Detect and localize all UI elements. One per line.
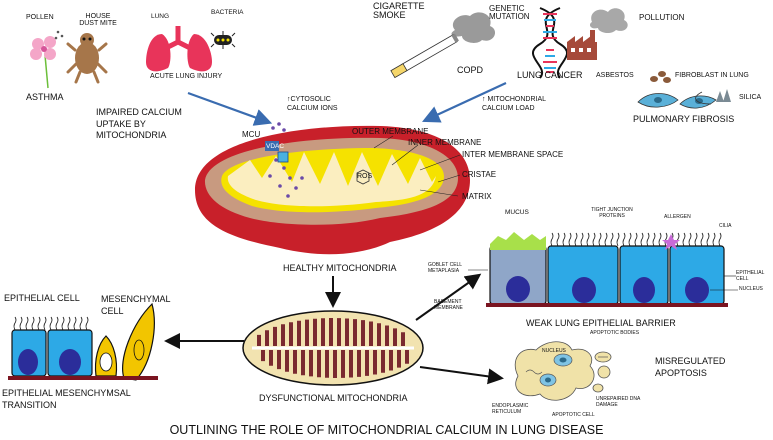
ros-label: ROS — [357, 173, 373, 180]
impaired-uptake-label: IMPAIRED CALCIUM UPTAKE BY MITOCHONDRIA — [96, 107, 182, 141]
allergen-label: ALLERGEN — [664, 214, 691, 220]
mcu-channel — [277, 151, 289, 163]
apoptosis-caption: MISREGULATED APOPTOSIS — [655, 356, 726, 378]
pollution-cloud-icon — [590, 8, 628, 34]
vdac-label: VDAC — [266, 143, 285, 150]
dysfunctional-mitochondria-label: DYSFUNCTIONAL MITOCHONDRIA — [259, 393, 408, 403]
cytosolic-calcium-label: ↑CYTOSOLIC CALCIUM IONS — [287, 96, 338, 112]
matrix-label: MATRIX — [462, 192, 492, 201]
house-dust-mite-label: HOUSE DUST MITE — [79, 13, 117, 28]
cigarette-smoke-label: CIGARETTE SMOKE — [373, 1, 425, 21]
cristae-label: CRISTAE — [462, 170, 497, 179]
arrow-to-apoptosis — [419, 366, 504, 385]
lung-icon — [146, 26, 212, 72]
ros-hexagon — [356, 169, 370, 185]
lung-label: LUNG — [151, 13, 170, 20]
dna-icon — [532, 7, 568, 79]
pollen-icon — [30, 30, 64, 89]
pollution-label: POLLUTION — [639, 13, 685, 22]
dysfunctional-mitochondrion — [242, 310, 424, 386]
inner-membrane-label: INNER MEMBRANE — [408, 138, 482, 147]
mito-leader-lines — [373, 135, 461, 197]
asbestos-label: ASBESTOS — [596, 72, 634, 79]
fibroblast-icon — [637, 91, 717, 109]
pollen-label: POLLEN — [26, 14, 54, 21]
arrow-to-barrier — [415, 273, 482, 321]
mucus-layer — [490, 232, 546, 250]
calcium-ion-dots — [268, 122, 304, 198]
healthy-mitochondrion — [195, 122, 470, 255]
house-dust-mite-icon — [66, 33, 108, 84]
arrow-calcium-load — [422, 82, 507, 123]
healthy-mitochondria-label: HEALTHY MITOCHONDRIA — [283, 263, 397, 273]
outer-membrane-label: OUTER MEMBRANE — [352, 127, 429, 136]
cigarette-smoke-icon — [390, 12, 496, 79]
apoptotic-bodies-label: APOPTOTIC BODIES — [590, 330, 640, 336]
silica-label: SILICA — [739, 94, 762, 101]
bacteria-label: BACTERIA — [211, 9, 244, 16]
cilia-label: CILIA — [719, 223, 732, 229]
asthma-label: ASTHMA — [26, 92, 64, 102]
lung-cancer-label: LUNG CANCER — [517, 70, 583, 80]
basement-membrane-label: BASEMENT MEMBRANE — [434, 299, 463, 312]
apoptotic-cell-label: APOPTOTIC CELL — [552, 412, 595, 418]
er-label: ENDOPLASMIC RETICULUM — [492, 403, 529, 415]
apoptotic-cell — [514, 341, 612, 401]
copd-label: COPD — [457, 65, 484, 75]
mesenchymal-label: MESENCHYMAL CELL — [101, 294, 171, 316]
emt-cells — [8, 302, 158, 381]
asbestos-icon — [650, 71, 671, 83]
epithelial-barrier — [468, 232, 738, 307]
fibroblast-label: FIBROBLAST IN LUNG — [675, 72, 749, 79]
dna-damage-label: UNREPAIRED DNA DAMAGE — [596, 396, 641, 408]
genetic-mutation-label: GENETIC MUTATION — [489, 4, 530, 22]
allergen-icon — [662, 234, 680, 250]
vdac-channel — [265, 141, 279, 151]
pulmonary-fibrosis-label: PULMONARY FIBROSIS — [633, 114, 735, 124]
epithelial-cell-label: EPITHELIAL CELL — [736, 270, 765, 283]
emt-caption: EPITHELIAL MESENCHYMSAL TRANSITION — [2, 388, 131, 410]
emt-epithelial-label: EPITHELIAL CELL — [4, 293, 80, 303]
mcu-label: MCU — [242, 130, 261, 139]
bacteria-icon — [210, 31, 236, 49]
mucus-label: MUCUS — [505, 209, 529, 216]
arrow-impaired-uptake — [187, 91, 273, 126]
nucleus-label: NUCLEUS — [739, 286, 763, 292]
intermembrane-space-label: INTER MEMBRANE SPACE — [462, 150, 564, 159]
mitochondrial-load-label: ↑ MITOCHONDRIAL CALCIUM LOAD — [482, 96, 546, 112]
factory-icon — [567, 30, 597, 60]
goblet-cell-label: GOBLET CELL METAPLASIA — [428, 262, 462, 275]
cilia — [550, 232, 722, 247]
tight-junction-label: TIGHT JUNCTION PROTEINS — [591, 207, 633, 219]
matrix-shape — [227, 152, 436, 207]
basement-membrane — [486, 303, 728, 307]
acute-lung-injury-label: ACUTE LUNG INJURY — [150, 73, 223, 80]
silica-icon — [716, 89, 731, 102]
figure-title: OUTLINING THE ROLE OF MITOCHONDRIAL CALC… — [169, 423, 604, 437]
weak-barrier-label: WEAK LUNG EPITHELIAL BARRIER — [526, 318, 676, 328]
apoptosis-nucleus-label: NUCLEUS — [542, 348, 566, 354]
